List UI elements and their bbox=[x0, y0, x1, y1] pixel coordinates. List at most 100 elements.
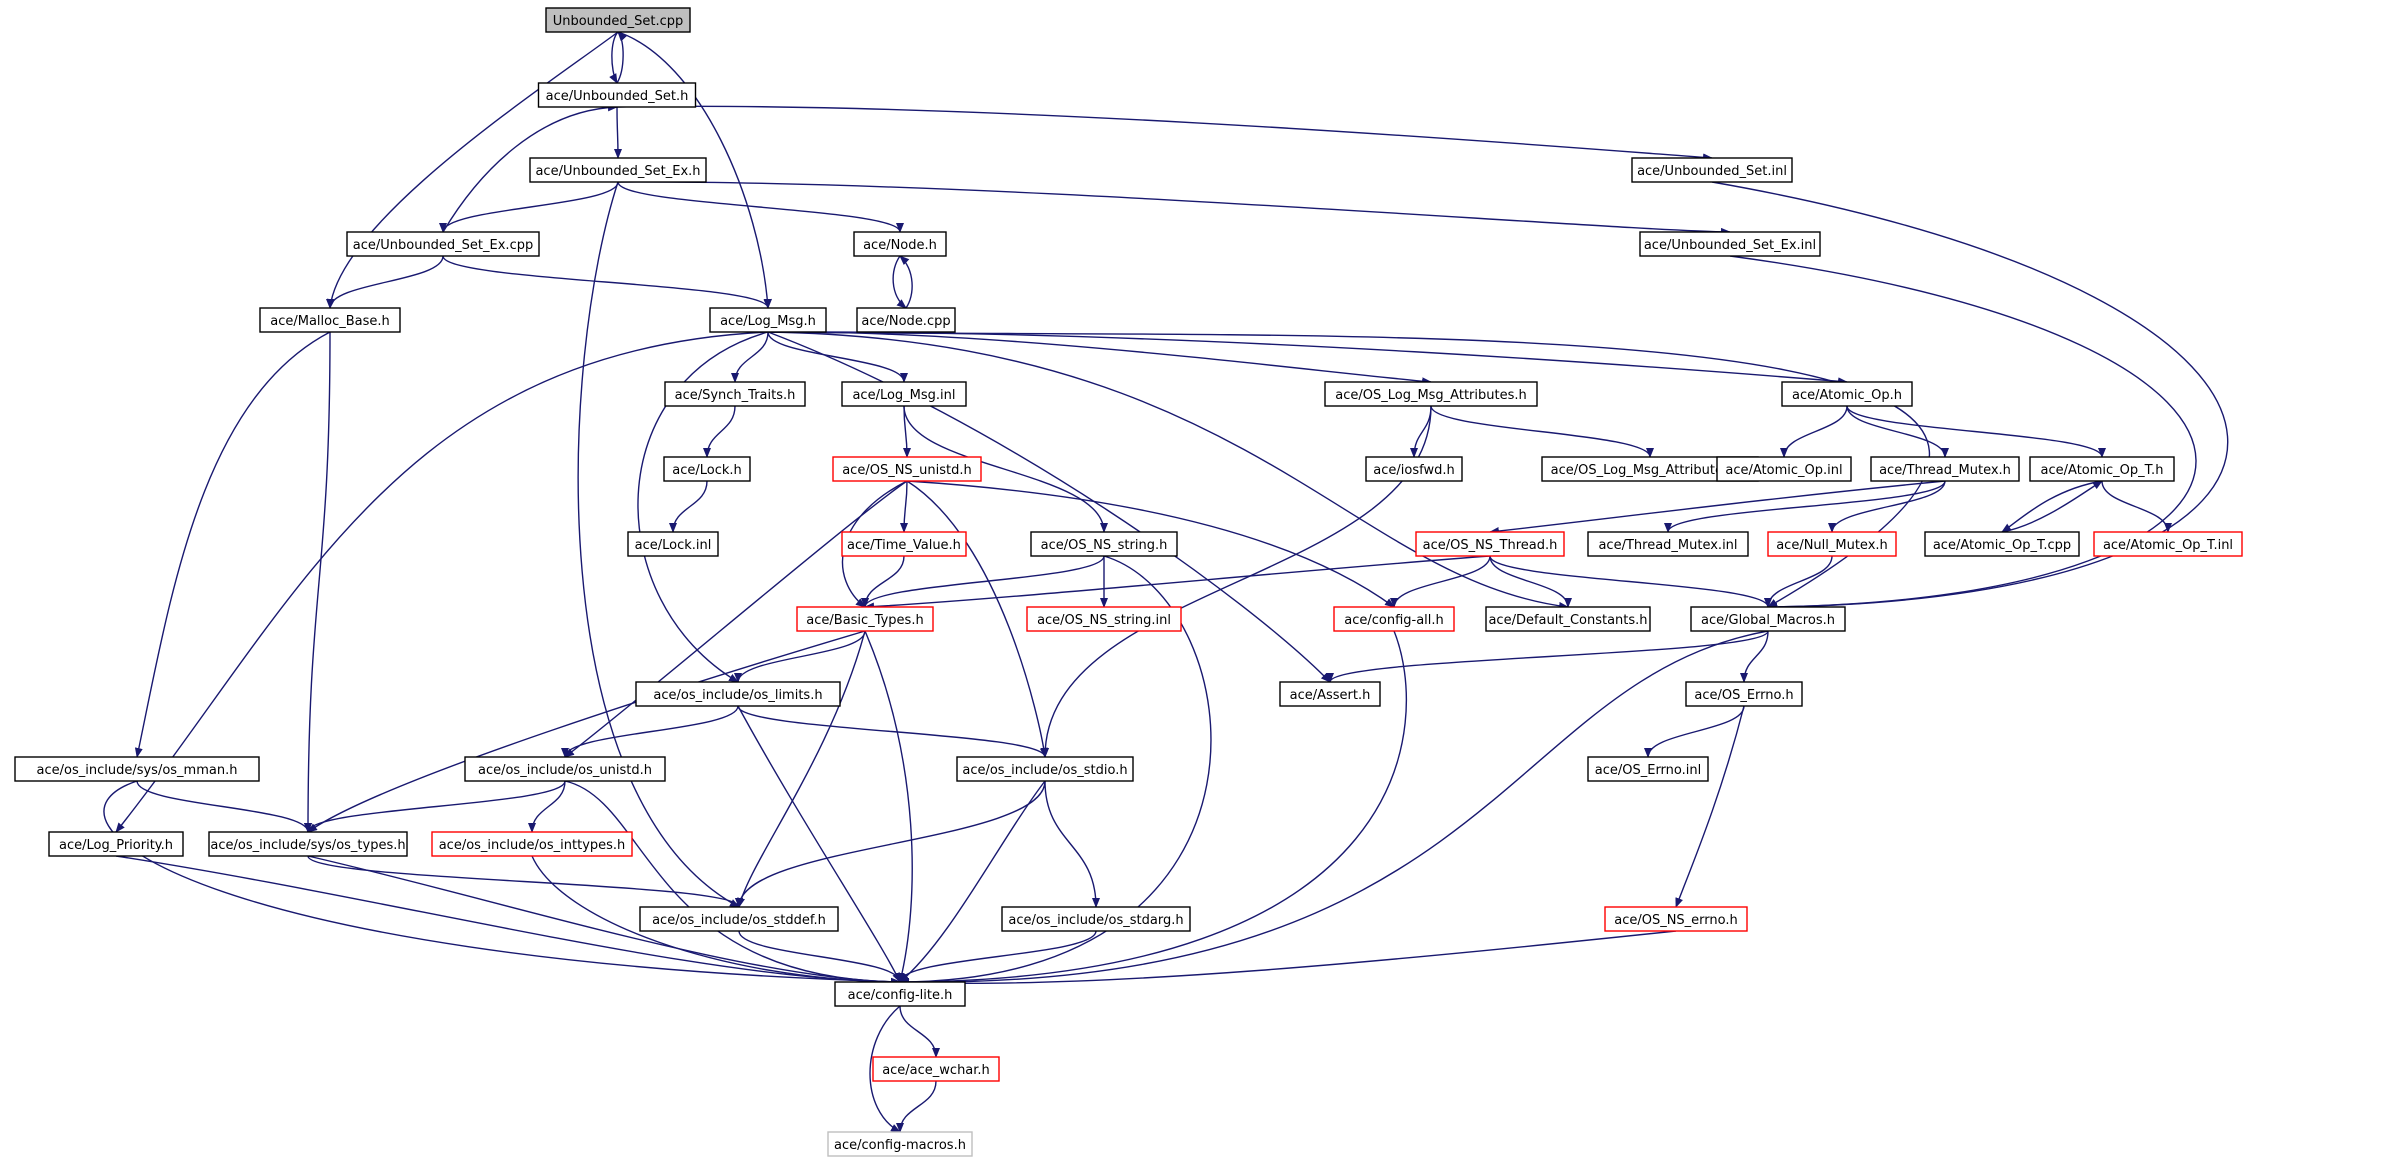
node-box bbox=[1924, 531, 2080, 557]
edge-os_limits_h-to-config_lite_h bbox=[737, 705, 901, 983]
node-unbounded-set-inl[interactable]: ace/Unbounded_Set.inl bbox=[1631, 157, 1793, 183]
node-iosfwd-h[interactable]: ace/iosfwd.h bbox=[1365, 456, 1463, 482]
node-os-limits-h[interactable]: ace/os_include/os_limits.h bbox=[635, 681, 841, 707]
node-config-lite-h[interactable]: ace/config-lite.h bbox=[834, 981, 966, 1007]
node-basic-types-h[interactable]: ace/Basic_Types.h bbox=[796, 606, 934, 632]
node-time-value-h[interactable]: ace/Time_Value.h bbox=[841, 531, 967, 557]
edge-unbounded_set_ex_inl-to-global_macros_h bbox=[1729, 255, 2197, 611]
node-label: ace/Node.h bbox=[863, 238, 937, 253]
node-assert-h[interactable]: ace/Assert.h bbox=[1279, 681, 1381, 707]
node-os-mman-h[interactable]: ace/os_include/sys/os_mman.h bbox=[14, 756, 260, 782]
node-atomic-op-t-cpp[interactable]: ace/Atomic_Op_T.cpp bbox=[1924, 531, 2080, 557]
node-label: ace/Unbounded_Set.inl bbox=[1637, 164, 1787, 179]
edge-os_ns_string_h-to-basic_types_h bbox=[861, 555, 1105, 608]
node-label: ace/Atomic_Op_T.cpp bbox=[1933, 538, 2071, 553]
node-os-ns-string-h[interactable]: ace/OS_NS_string.h bbox=[1030, 531, 1178, 557]
node-os-errno-inl[interactable]: ace/OS_Errno.inl bbox=[1587, 756, 1709, 782]
node-os-ns-errno-h[interactable]: ace/OS_NS_errno.h bbox=[1604, 906, 1748, 932]
node-log-priority-h[interactable]: ace/Log_Priority.h bbox=[48, 831, 184, 857]
edge-os_limits_h-to-os_stdio_h bbox=[737, 705, 1049, 758]
node-label: ace/config-all.h bbox=[1344, 613, 1444, 628]
node-box bbox=[872, 1056, 1000, 1082]
node-lock-h[interactable]: ace/Lock.h bbox=[663, 456, 751, 482]
node-label: ace/config-macros.h bbox=[834, 1138, 966, 1153]
edge-os_ns_unistd_h-to-time_value_h bbox=[900, 480, 909, 533]
edge-node_h-to-node_cpp bbox=[892, 255, 907, 309]
node-os-unistd-h[interactable]: ace/os_include/os_unistd.h bbox=[464, 756, 666, 782]
node-label: ace/OS_NS_errno.h bbox=[1614, 913, 1738, 928]
edge-os_mman_h-to-config_lite_h bbox=[103, 780, 901, 986]
node-os-ns-thread-h[interactable]: ace/OS_NS_Thread.h bbox=[1415, 531, 1565, 557]
edge-log_msg_h-to-log_priority_h bbox=[115, 331, 769, 833]
node-log-msg-inl[interactable]: ace/Log_Msg.inl bbox=[841, 381, 967, 407]
node-root[interactable]: Unbounded_Set.cpp bbox=[545, 7, 691, 33]
node-log-msg-h[interactable]: ace/Log_Msg.h bbox=[709, 307, 827, 333]
node-atomic-op-t-h[interactable]: ace/Atomic_Op_T.h bbox=[2029, 456, 2175, 482]
node-node-h[interactable]: ace/Node.h bbox=[853, 231, 947, 257]
node-label: ace/Log_Msg.h bbox=[720, 314, 816, 329]
node-thread-mutex-h[interactable]: ace/Thread_Mutex.h bbox=[1870, 456, 2020, 482]
node-label: ace/Atomic_Op_T.h bbox=[2041, 463, 2164, 478]
node-unbounded-set-ex-cpp[interactable]: ace/Unbounded_Set_Ex.cpp bbox=[346, 231, 540, 257]
node-label: ace/OS_NS_Thread.h bbox=[1423, 538, 1558, 553]
node-global-macros-h[interactable]: ace/Global_Macros.h bbox=[1690, 606, 1846, 632]
edge-os_types_h-to-config_lite_h bbox=[307, 855, 901, 986]
node-atomic-op-t-inl[interactable]: ace/Atomic_Op_T.inl bbox=[2093, 531, 2243, 557]
edge-global_macros_h-to-os_errno_h bbox=[1740, 630, 1769, 683]
node-unbounded-set-h[interactable]: ace/Unbounded_Set.h bbox=[537, 82, 697, 108]
node-ace-wchar-h[interactable]: ace/ace_wchar.h bbox=[872, 1056, 1000, 1082]
node-box bbox=[1781, 381, 1913, 407]
node-os-stdio-h[interactable]: ace/os_include/os_stdio.h bbox=[956, 756, 1134, 782]
edge-log_msg_h-to-os_limits_h bbox=[637, 331, 769, 683]
node-unbounded-set-ex-h[interactable]: ace/Unbounded_Set_Ex.h bbox=[529, 157, 707, 183]
node-atomic-op-h[interactable]: ace/Atomic_Op.h bbox=[1781, 381, 1913, 407]
edge-atomic_op_t_cpp-to-atomic_op_t_h bbox=[2001, 480, 2103, 533]
node-os-stddef-h[interactable]: ace/os_include/os_stddef.h bbox=[639, 906, 839, 932]
node-label: ace/Assert.h bbox=[1290, 688, 1371, 703]
node-box bbox=[709, 307, 827, 333]
node-box bbox=[841, 531, 967, 557]
node-box bbox=[2093, 531, 2243, 557]
node-os-stdarg-h[interactable]: ace/os_include/os_stdarg.h bbox=[1001, 906, 1191, 932]
node-box bbox=[529, 157, 707, 183]
edge-unbounded_set_ex_h-to-os_stddef_h bbox=[577, 181, 740, 908]
node-label: ace/Unbounded_Set_Ex.cpp bbox=[353, 238, 533, 253]
edge-os_types_h-to-os_stddef_h bbox=[307, 855, 743, 908]
node-config-all-h[interactable]: ace/config-all.h bbox=[1333, 606, 1455, 632]
node-atomic-op-inl[interactable]: ace/Atomic_Op.inl bbox=[1716, 456, 1852, 482]
node-null-mutex-h[interactable]: ace/Null_Mutex.h bbox=[1767, 531, 1897, 557]
node-label: ace/Synch_Traits.h bbox=[675, 388, 796, 403]
node-synch-traits-h[interactable]: ace/Synch_Traits.h bbox=[664, 381, 806, 407]
node-thread-mutex-inl[interactable]: ace/Thread_Mutex.inl bbox=[1587, 531, 1749, 557]
node-unbounded-set-ex-inl[interactable]: ace/Unbounded_Set_Ex.inl bbox=[1639, 231, 1821, 257]
node-default-constants-h[interactable]: ace/Default_Constants.h bbox=[1485, 606, 1651, 632]
node-lock-inl[interactable]: ace/Lock.inl bbox=[627, 531, 719, 557]
edge-config_lite_h-to-ace_wchar_h bbox=[899, 1005, 940, 1058]
node-box bbox=[346, 231, 540, 257]
edge-unbounded_set_ex_cpp-to-log_msg_h bbox=[442, 255, 772, 309]
node-box bbox=[1324, 381, 1538, 407]
node-os-errno-h[interactable]: ace/OS_Errno.h bbox=[1685, 681, 1803, 707]
node-os-ns-unistd-h[interactable]: ace/OS_NS_unistd.h bbox=[832, 456, 982, 482]
node-malloc-base-h[interactable]: ace/Malloc_Base.h bbox=[259, 307, 401, 333]
node-box bbox=[841, 381, 967, 407]
edge-synch_traits_h-to-lock_h bbox=[703, 405, 736, 458]
edge-atomic_op_t_h-to-atomic_op_t_cpp bbox=[2001, 480, 2103, 533]
node-os-log-msg-attributes-h[interactable]: ace/OS_Log_Msg_Attributes.h bbox=[1324, 381, 1538, 407]
node-os-types-h[interactable]: ace/os_include/sys/os_types.h bbox=[208, 831, 408, 857]
node-label: ace/ace_wchar.h bbox=[882, 1063, 990, 1078]
node-label: Unbounded_Set.cpp bbox=[553, 14, 684, 29]
node-box bbox=[853, 231, 947, 257]
edge-os_limits_h-to-os_unistd_h bbox=[561, 705, 739, 758]
node-os-inttypes-h[interactable]: ace/os_include/os_inttypes.h bbox=[431, 831, 633, 857]
node-os-ns-string-inl[interactable]: ace/OS_NS_string.inl bbox=[1026, 606, 1182, 632]
node-label: ace/Thread_Mutex.h bbox=[1879, 463, 2011, 478]
node-box bbox=[48, 831, 184, 857]
node-label: ace/os_include/os_stdio.h bbox=[962, 763, 1127, 778]
edge-os_log_msg_attributes_h-to-os_log_msg_attributes_inl bbox=[1430, 405, 1654, 458]
node-node-cpp[interactable]: ace/Node.cpp bbox=[856, 307, 956, 333]
node-config-macros-h[interactable]: ace/config-macros.h bbox=[827, 1131, 973, 1157]
node-label: ace/Thread_Mutex.inl bbox=[1598, 538, 1737, 553]
node-label: ace/Null_Mutex.h bbox=[1776, 538, 1888, 553]
node-box bbox=[664, 381, 806, 407]
